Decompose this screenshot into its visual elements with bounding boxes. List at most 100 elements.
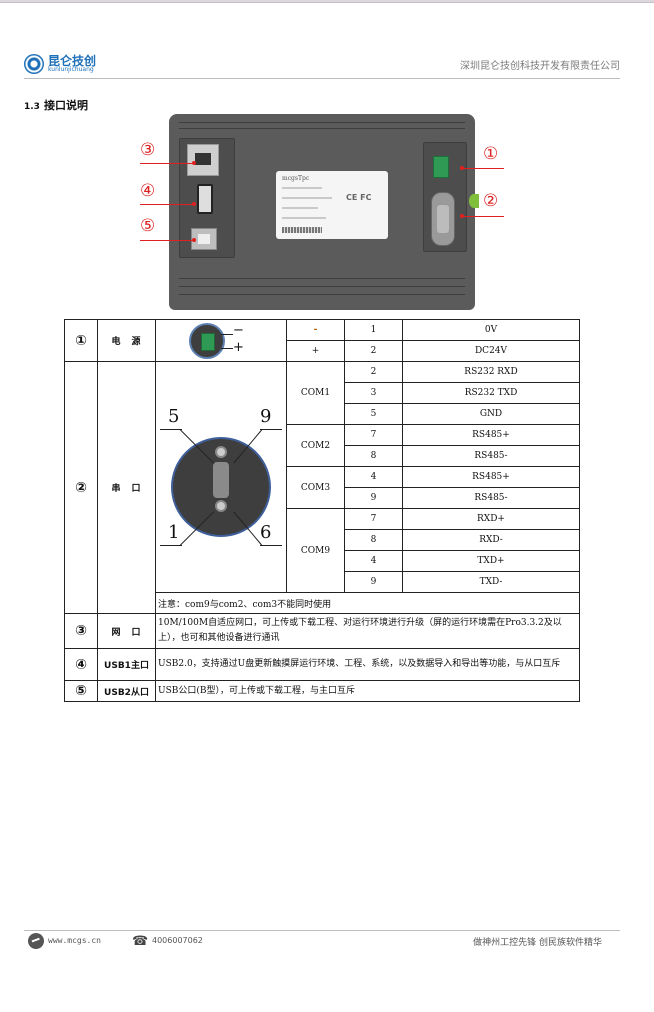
vent-groove xyxy=(179,128,465,129)
signal-name: 0V xyxy=(402,319,580,341)
vent-groove xyxy=(179,122,465,123)
vent-groove xyxy=(179,294,465,295)
table-row: ③ 网 口 10M/100M自适应网口，可上传或下载工程、对运行环境进行升级（屏… xyxy=(64,613,580,649)
plus-label: + xyxy=(233,339,244,355)
pin-label-1: 1 xyxy=(168,522,180,543)
signal-name: RS485+ xyxy=(402,424,580,446)
certification-marks: CE FC xyxy=(346,193,372,202)
minus-label: − xyxy=(233,322,244,338)
db9-pinout-cell: 5 9 1 6 xyxy=(155,361,287,593)
table-row: ⑤ USB2从口 USB公口(B型），可上传或下载工程，与主口互斥 xyxy=(64,680,580,702)
page-header: 昆仑技创 kunlunjichuang 深圳昆仑技创科技开发有限责任公司 xyxy=(22,50,620,78)
globe-icon xyxy=(25,930,47,952)
phone-icon: ☎ xyxy=(132,934,149,949)
interface-name: 电 源 xyxy=(97,319,156,362)
serial-note: 注意：com9与com2、com3不能同时使用 xyxy=(155,592,580,614)
usb-b-port-icon xyxy=(191,228,217,250)
logo-text-en: kunlunjichuang xyxy=(48,66,94,73)
pin-number: 7 xyxy=(344,424,403,446)
leader-line xyxy=(260,429,282,430)
header-divider xyxy=(24,78,620,79)
nameplate-text-line xyxy=(282,217,326,219)
viewer-top-bar xyxy=(0,0,654,3)
signal-name: RS485+ xyxy=(402,466,580,488)
table-row: + 2 DC24V xyxy=(65,340,580,362)
callout-dot xyxy=(192,238,196,242)
page-footer: www.mcgs.cn ☎ 4006007062 做神州工控先锋 创民族软件精华 xyxy=(24,930,620,952)
interface-name: USB2从口 xyxy=(97,680,156,702)
device-rear-figure: mcgsTpc CE FC xyxy=(169,114,479,310)
usb-a-port-icon xyxy=(197,184,213,214)
polarity: + xyxy=(286,340,345,362)
callout-dot xyxy=(460,166,464,170)
db9-shell-icon xyxy=(213,462,229,498)
interface-description: 10M/100M自适应网口，可上传或下载工程、对运行环境进行升级（屏的运行环境需… xyxy=(155,613,580,649)
callout-3: ③ xyxy=(140,140,156,160)
vent-groove xyxy=(179,286,465,287)
pin-number: 9 xyxy=(344,487,403,509)
callout-leader xyxy=(140,204,194,205)
table-row: 3 RS232 TXD xyxy=(65,382,580,404)
pin-number: 5 xyxy=(344,403,403,425)
screw-icon xyxy=(215,500,227,512)
row-index: ⑤ xyxy=(64,680,98,702)
nameplate-brand: mcgsTpc xyxy=(282,175,310,182)
row-index: ③ xyxy=(64,613,98,649)
callout-1: ① xyxy=(483,144,499,164)
signal-name: RXD+ xyxy=(402,508,580,530)
callout-dot xyxy=(192,161,196,165)
section-number: 1.3 xyxy=(24,102,40,112)
footer-divider xyxy=(24,930,620,931)
phone-number: 4006007062 xyxy=(152,936,203,945)
lead-line xyxy=(221,333,233,335)
interface-name: USB1主口 xyxy=(97,648,156,681)
callout-5: ⑤ xyxy=(140,216,156,236)
signal-name: TXD- xyxy=(402,571,580,593)
barcode-icon xyxy=(282,227,322,233)
table-row: ④ USB1主口 USB2.0，支持通过U盘更新触摸屏运行环境、工程、系统，以及… xyxy=(64,648,580,681)
ethernet-port-icon xyxy=(187,144,219,176)
db9-port-icon xyxy=(431,192,455,246)
pin-label-5: 5 xyxy=(168,406,180,427)
pin-number: 2 xyxy=(344,361,403,383)
callout-dot xyxy=(460,214,464,218)
row-index: ② xyxy=(64,361,98,614)
port-name: COM2 xyxy=(286,424,345,467)
polarity: - xyxy=(286,319,345,341)
table-row: 9 TXD- xyxy=(65,571,580,593)
table-row: ② 串 口 5 9 1 6 COM1 2 xyxy=(64,361,580,614)
table-row: 9 RS485- xyxy=(65,487,580,509)
pin-number: 3 xyxy=(344,382,403,404)
signal-name: RS485- xyxy=(402,487,580,509)
nameplate-text-line xyxy=(282,207,318,209)
callout-leader xyxy=(140,240,194,241)
pin-label-9: 9 xyxy=(260,406,272,427)
website-link[interactable]: www.mcgs.cn xyxy=(48,936,101,945)
interface-description: USB公口(B型），可上传或下载工程，与主口互斥 xyxy=(155,680,580,702)
db9-pinout-diagram: 5 9 1 6 xyxy=(156,402,286,552)
company-name: 深圳昆仑技创科技开发有限责任公司 xyxy=(460,61,620,72)
callout-leader xyxy=(140,163,194,164)
pin-number: 1 xyxy=(344,319,403,341)
table-row: COM2 7 RS485+ xyxy=(65,424,580,467)
port-name: COM1 xyxy=(286,361,345,425)
logo-text-cn: 昆仑技创 xyxy=(48,54,97,68)
callout-2: ② xyxy=(483,191,499,211)
signal-name: TXD+ xyxy=(402,550,580,572)
vent-groove xyxy=(179,278,465,279)
pin-number: 4 xyxy=(344,550,403,572)
connector-photo-icon xyxy=(189,322,225,359)
lead-line xyxy=(221,347,233,349)
row-index: ④ xyxy=(64,648,98,681)
signal-name: RXD- xyxy=(402,529,580,551)
screw-icon xyxy=(215,446,227,458)
signal-name: GND xyxy=(402,403,580,425)
port-name: COM3 xyxy=(286,466,345,509)
nameplate-text-line xyxy=(282,197,332,199)
pin-number: 4 xyxy=(344,466,403,488)
row-index: ① xyxy=(64,319,98,362)
interface-name: 串 口 xyxy=(97,361,156,614)
interface-name: 网 口 xyxy=(97,613,156,649)
company-logo: 昆仑技创 kunlunjichuang xyxy=(24,52,134,78)
